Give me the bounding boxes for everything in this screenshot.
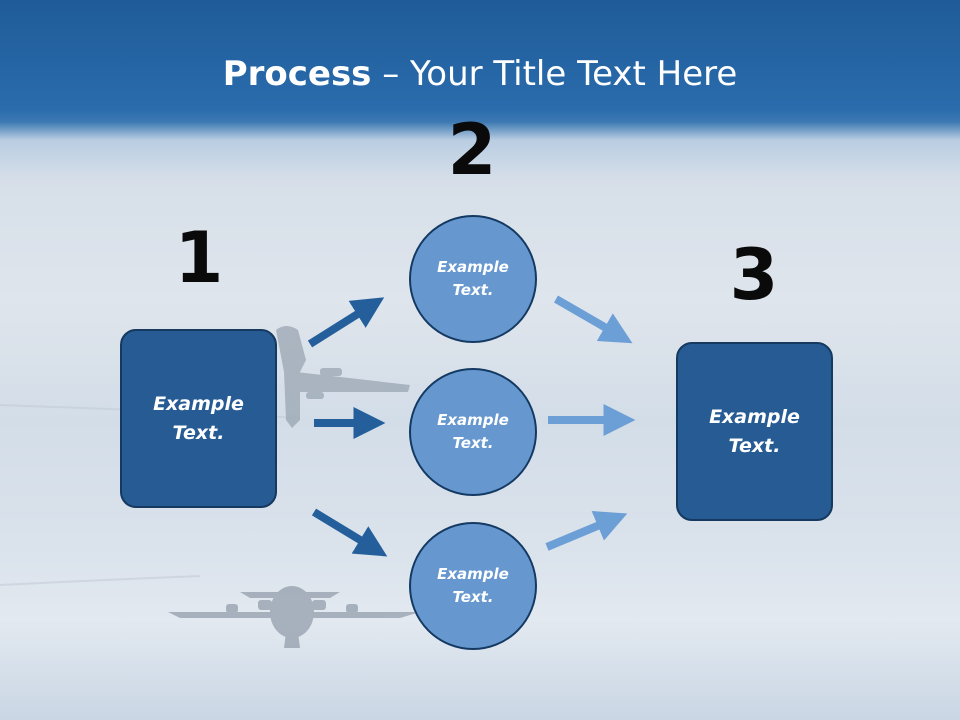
step-number-2: 2 [447, 109, 497, 191]
step-1-label: Example Text. [153, 392, 244, 444]
arrow-top-to-3 [553, 295, 633, 344]
title-rest: – Your Title Text Here [371, 54, 738, 94]
arrow-1-to-top [307, 297, 385, 348]
step-2-circle-middle: Example Text. [409, 368, 537, 496]
step-2-circle-top: Example Text. [409, 215, 537, 343]
step-3-box: Example Text. [676, 342, 833, 521]
step-number-3: 3 [729, 234, 779, 316]
arrow-1-to-bottom [311, 508, 388, 557]
step-number-1: 1 [174, 217, 224, 299]
step-1-box: Example Text. [120, 329, 277, 508]
title-bold: Process [222, 54, 372, 94]
circle-middle-label: Example Text. [437, 411, 509, 452]
airplane-icon [168, 586, 420, 648]
step-3-label: Example Text. [709, 405, 800, 457]
circle-top-label: Example Text. [437, 258, 509, 299]
circle-bottom-label: Example Text. [437, 565, 509, 606]
arrow-bottom-to-3 [545, 511, 628, 551]
slide-title: Process – Your Title Text Here [0, 52, 960, 96]
step-2-circle-bottom: Example Text. [409, 522, 537, 650]
airplane-icon [276, 326, 410, 428]
